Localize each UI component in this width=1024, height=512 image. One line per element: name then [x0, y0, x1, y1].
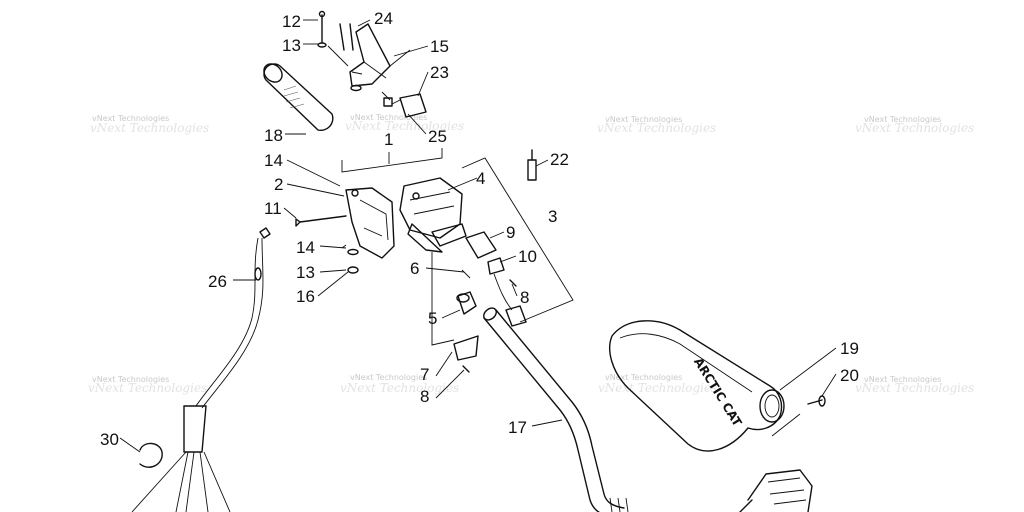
leader-lines: [119, 19, 837, 453]
callout-8: 8: [420, 387, 429, 406]
watermark: vNext Technologies: [350, 113, 427, 122]
callout-5: 5: [428, 309, 437, 328]
watermark: vNext Technologies: [350, 373, 427, 382]
watermark: vNext Technologies: [605, 373, 682, 382]
callout-2: 2: [274, 175, 283, 194]
callout-25: 25: [428, 127, 447, 146]
watermark: vNext Technologies: [598, 381, 717, 395]
callout-15: 15: [430, 37, 449, 56]
callout-9: 9: [506, 223, 515, 242]
watermark: vNext Technologies: [92, 375, 169, 384]
watermark: vNext Technologies: [90, 121, 209, 135]
watermark: vNext Technologies: [345, 119, 464, 133]
throttle-housing: [295, 187, 395, 274]
brake-switch-group: [453, 231, 527, 373]
callout-18: 18: [264, 126, 283, 145]
callout-8: 8: [520, 288, 529, 307]
callout-16: 16: [296, 287, 315, 306]
callout-12: 12: [282, 12, 301, 31]
callout-20: 20: [840, 366, 859, 385]
pin: [527, 149, 537, 181]
watermark: vNext Technologies: [88, 381, 207, 395]
callout-11: 11: [264, 199, 282, 218]
callout-10: 10: [518, 247, 537, 266]
callout-23: 23: [430, 63, 449, 82]
callout-13: 13: [282, 36, 301, 55]
callout-1: 1: [384, 130, 393, 149]
screw: [807, 395, 826, 407]
watermark: vNext Technologies: [340, 381, 459, 395]
lower-component: [739, 469, 813, 512]
watermark: vNext Technologies: [864, 375, 941, 384]
watermark: vNext Technologies: [605, 115, 682, 124]
assembly-brackets: [341, 148, 574, 346]
watermark: vNext Technologies: [855, 381, 974, 395]
callout-26: 26: [208, 272, 227, 291]
callout-6: 6: [410, 259, 419, 278]
callout-24: 24: [374, 9, 393, 28]
callout-4: 4: [476, 169, 485, 188]
hand-grip: [263, 63, 334, 132]
cable-harness: [131, 227, 271, 512]
callout-7: 7: [420, 365, 429, 384]
watermark: vNext Technologies: [855, 121, 974, 135]
callout-14: 14: [264, 151, 283, 170]
watermark: vNext Technologies: [864, 115, 941, 124]
callout-22: 22: [550, 150, 569, 169]
callout-19: 19: [840, 339, 859, 358]
callout-3: 3: [548, 207, 557, 226]
callout-30: 30: [100, 430, 119, 449]
watermarks: vNext Technologies vNext Technologies vN…: [88, 113, 974, 395]
callouts: 12 24 13 15 23 18 25 1 14 2 4 22 11 3 9 …: [100, 9, 859, 449]
watermark: vNext Technologies: [597, 121, 716, 135]
brake-lever-housing: [399, 177, 467, 253]
callout-17: 17: [508, 418, 527, 437]
callout-14: 14: [296, 238, 315, 257]
callout-13: 13: [296, 263, 315, 282]
handlebar: [483, 307, 629, 512]
watermark: vNext Technologies: [92, 114, 169, 123]
throttle-bracket-group: [317, 10, 427, 118]
